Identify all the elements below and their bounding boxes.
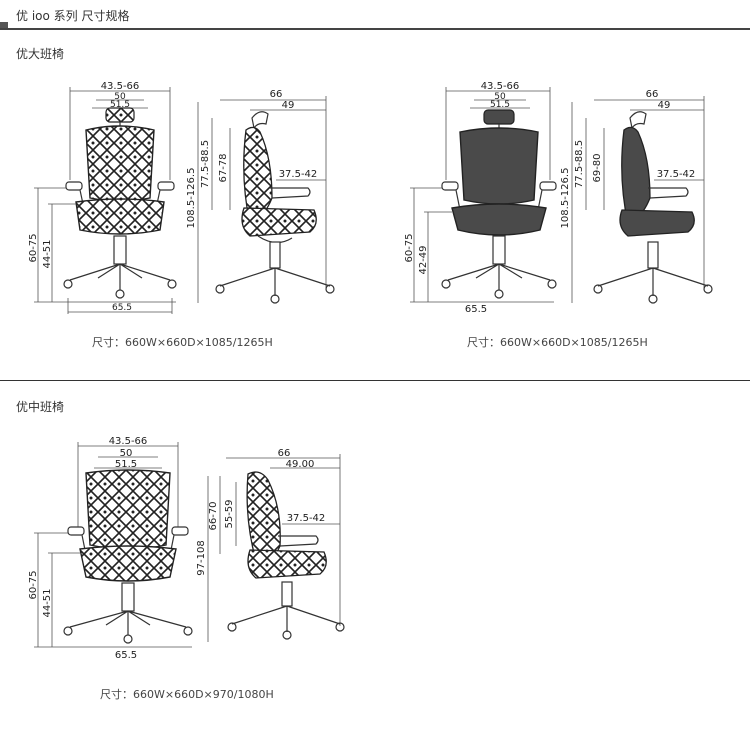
side-depth-66-label: 66 xyxy=(278,448,291,459)
side-height-total-label: 108.5-126.5 xyxy=(560,168,571,229)
section-title-executive: 优大班椅 xyxy=(16,47,65,61)
side-depth-66-label: 66 xyxy=(646,89,659,100)
chair-1-front-drawing: 43.5-66 50 51.5 60-75 44-51 65.5 xyxy=(28,81,177,314)
side-depth-49-label: 49 xyxy=(282,100,295,111)
side-height-total-label: 108.5-126.5 xyxy=(186,168,197,229)
chair-3-side-drawing: 66 49.00 37.5-42 97-108 66-70 55-59 xyxy=(196,448,345,642)
side-height-backrest-label: 55-59 xyxy=(224,499,235,528)
side-arm-depth-label: 37.5-42 xyxy=(279,169,318,180)
side-depth-49-label: 49 xyxy=(658,100,671,111)
front-width-51-label: 51.5 xyxy=(490,100,510,110)
chair-3-caption: 尺寸：660W×660D×970/1080H xyxy=(100,688,274,701)
front-width-range-label: 43.5-66 xyxy=(109,436,148,447)
front-height-44-51-label: 44-51 xyxy=(42,588,53,617)
front-height-60-75-label: 60-75 xyxy=(404,233,415,262)
page-header: 优 ioo 系列 尺寸规格 xyxy=(0,0,750,30)
side-arm-depth-label: 37.5-42 xyxy=(287,513,326,524)
header-rule xyxy=(0,28,750,30)
side-height-back-label: 77.5-88.5 xyxy=(200,140,211,188)
front-width-50-label: 50 xyxy=(114,92,126,102)
chair-3-front-drawing: 43.5-66 50 51.5 60-75 44-51 65.5 xyxy=(28,436,193,661)
chair-2-caption: 尺寸：660W×660D×1085/1265H xyxy=(467,336,648,349)
front-width-51-label: 51.5 xyxy=(115,459,137,470)
header-marker-icon xyxy=(0,22,8,30)
page-title: 优 ioo 系列 尺寸规格 xyxy=(16,9,130,23)
side-height-backrest-label: 69-80 xyxy=(592,153,603,182)
side-arm-depth-label: 37.5-42 xyxy=(657,169,696,180)
front-base-width-label: 65.5 xyxy=(112,303,132,313)
front-width-50-label: 50 xyxy=(120,448,133,459)
chair-1-caption: 尺寸：660W×660D×1085/1265H xyxy=(92,336,273,349)
front-width-range-label: 43.5-66 xyxy=(101,81,140,92)
section-divider xyxy=(0,380,750,381)
side-height-backrest-label: 67-78 xyxy=(218,153,229,182)
front-base-width-label: 65.5 xyxy=(465,304,487,315)
chair-2-side-drawing: 66 49 37.5-42 108.5-126.5 77.5-88.5 69-8… xyxy=(560,89,713,304)
front-height-60-75-label: 60-75 xyxy=(28,570,39,599)
side-height-back-label: 66-70 xyxy=(208,501,219,530)
front-base-width-label: 65.5 xyxy=(115,650,137,661)
side-depth-66-label: 66 xyxy=(270,89,283,100)
side-height-back-label: 77.5-88.5 xyxy=(574,140,585,188)
front-width-50-label: 50 xyxy=(494,92,506,102)
front-height-60-75-label: 60-75 xyxy=(28,233,39,262)
front-height-44-51-label: 44-51 xyxy=(42,239,53,268)
side-depth-49-label: 49.00 xyxy=(286,459,315,470)
front-height-42-49-label: 42-49 xyxy=(418,245,429,274)
front-width-range-label: 43.5-66 xyxy=(481,81,520,92)
section-title-mid: 优中班椅 xyxy=(16,400,65,414)
chair-1-side-drawing: 66 49 37.5-42 108.5-126.5 77.5-88.5 67-7… xyxy=(186,89,335,304)
front-width-51-label: 51.5 xyxy=(110,100,130,110)
chair-2-front-drawing: 43.5-66 50 51.5 60-75 42-49 65.5 xyxy=(404,81,557,315)
side-height-total-label: 97-108 xyxy=(196,540,207,575)
